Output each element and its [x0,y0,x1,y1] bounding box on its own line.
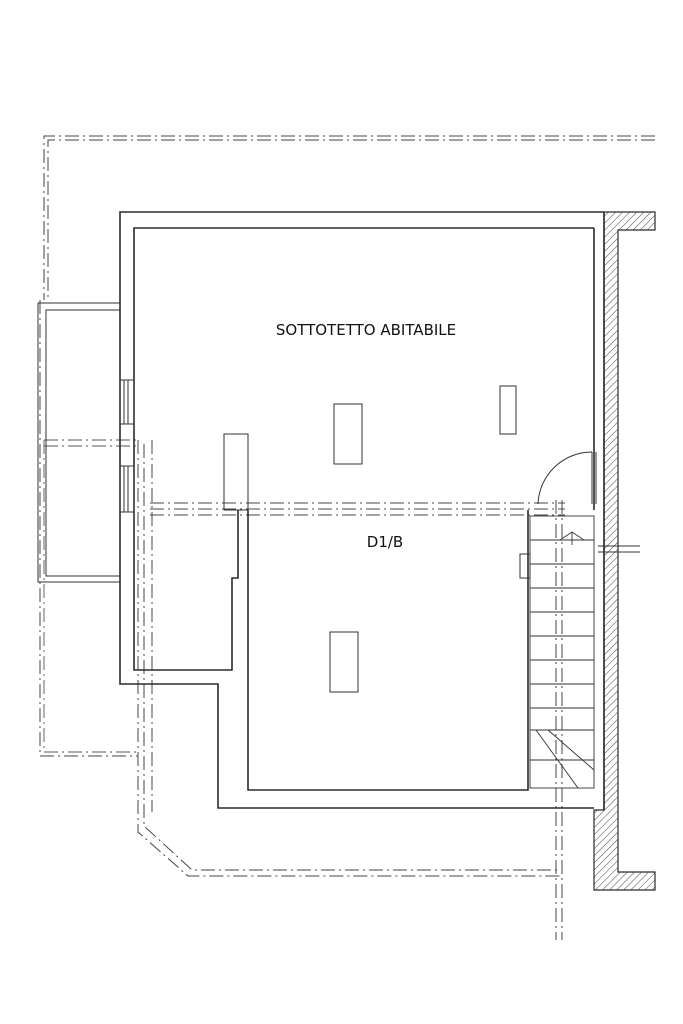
windows [119,379,135,513]
room-label-attic: SOTTOTETTO ABITABILE [276,321,456,339]
skylight-1 [333,403,363,465]
door [537,451,597,505]
staircase [519,515,595,789]
hatched-wall [593,211,656,891]
skylights [329,385,517,693]
ticks [598,545,640,553]
skylight-2 [499,385,517,435]
balcony [37,302,120,583]
boundary-lines [39,135,655,940]
chimney [223,433,249,511]
skylight-3 [329,631,359,693]
walls [119,211,605,810]
room-label-unit: D1/B [367,533,403,551]
